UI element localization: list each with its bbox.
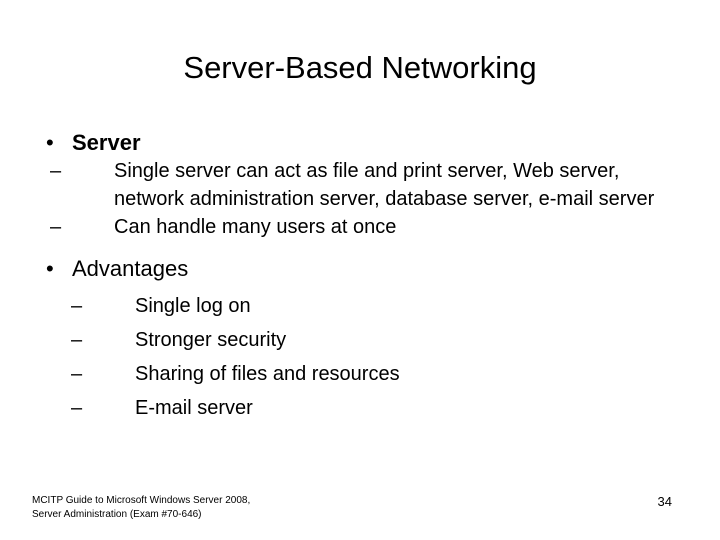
sub-bullet-list-server: – Single server can act as file and print… [32,157,688,241]
sub-bullet-item: – Single log on [32,289,688,323]
page-number: 34 [657,494,672,509]
bullet-item-server: • Server [32,129,688,157]
slide-footer: MCITP Guide to Microsoft Windows Server … [32,494,688,528]
dash-icon: – [50,216,62,238]
sub-bullet-item: – Sharing of files and resources [32,357,688,391]
sub-bullet-text: Sharing of files and resources [135,363,400,385]
bullet-dot-icon: • [46,130,54,155]
sub-bullet-item: – Stronger security [32,323,688,357]
bullet-label-server: Server [72,130,141,155]
sub-bullet-text: Single log on [135,295,251,317]
bullet-group-advantages: • Advantages – Single log on – Stronger se… [32,255,688,425]
sub-bullet-text: E-mail server [135,397,253,419]
sub-bullet-item: – Can handle many users at once [32,213,688,241]
bullet-item-advantages: • Advantages [32,255,688,283]
bullet-label-advantages: Advantages [72,256,189,281]
bullet-group-server: • Server – Single server can act as file … [32,129,688,241]
dash-icon: – [71,329,83,351]
dash-icon: – [71,363,83,385]
sub-bullet-item: – E-mail server [32,391,688,425]
dash-icon: – [71,295,83,317]
dash-icon: – [50,160,62,182]
slide-body: • Server – Single server can act as file … [32,129,688,425]
sub-bullet-text: Stronger security [135,329,287,351]
bullet-dot-icon: • [46,256,54,281]
sub-bullet-text: Can handle many users at once [114,216,397,238]
page-title: Server-Based Networking [183,50,537,85]
sub-bullet-text: Single server can act as file and print … [114,160,655,210]
footer-source-text: MCITP Guide to Microsoft Windows Server … [32,495,251,520]
sub-bullet-list-advantages: – Single log on – Stronger security – Shari… [32,289,688,425]
sub-bullet-item: – Single server can act as file and print… [32,157,688,213]
dash-icon: – [71,397,83,419]
